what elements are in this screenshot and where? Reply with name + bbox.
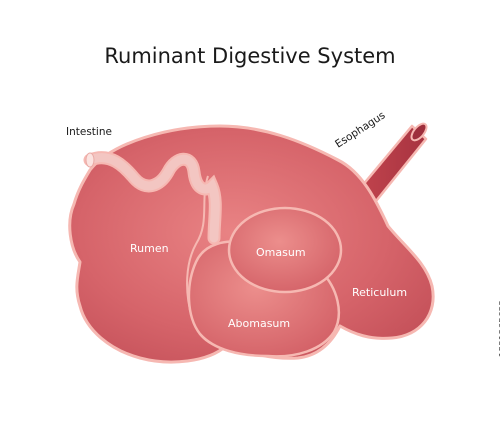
label-abomasum: Abomasum [228, 317, 290, 330]
intestine-tube-core [85, 153, 220, 243]
label-esophagus: Esophagus [333, 109, 387, 150]
label-reticulum: Reticulum [352, 286, 407, 299]
intestine-opening [85, 152, 95, 168]
label-omasum: Omasum [256, 246, 306, 259]
diagram-title: Ruminant Digestive System [104, 44, 396, 68]
label-rumen: Rumen [130, 242, 169, 255]
label-intestine: Intestine [66, 126, 112, 138]
esophagus-opening [410, 122, 428, 142]
omasum-chamber [227, 206, 343, 294]
